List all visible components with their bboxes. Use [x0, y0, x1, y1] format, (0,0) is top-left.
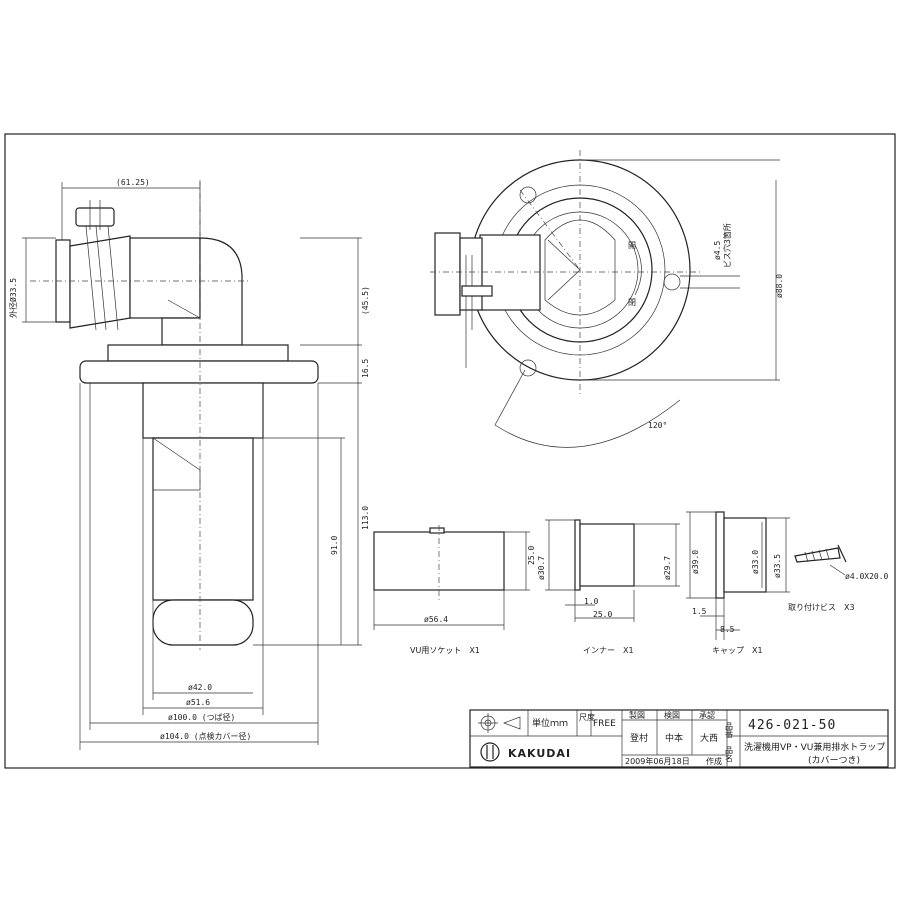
- tb-h-draw: 製図: [629, 710, 645, 720]
- inner-d2: ø29.7: [663, 556, 672, 580]
- cap-label: キャップ X1: [712, 646, 763, 655]
- dim-4-5: ø4.5: [713, 241, 722, 260]
- part-cap: [686, 511, 790, 640]
- dim-100: ø100.0 (つば径): [168, 712, 235, 722]
- tb-name-label: 品名: [725, 746, 734, 763]
- label-close: 閉: [628, 298, 636, 307]
- part-screw: [794, 544, 847, 576]
- dim-42: ø42.0: [188, 683, 212, 692]
- dim-od33: 外径Ø33.5: [8, 278, 18, 318]
- cap-d3: ø33.5: [773, 554, 782, 578]
- dim-51: ø51.6: [186, 698, 210, 707]
- dim-91: 91.0: [330, 536, 339, 555]
- dim-45: (45.5): [361, 286, 370, 315]
- tb-name1: 洗濯機用VP・VU兼用排水トラップ: [744, 741, 885, 753]
- sheet-border: [4, 133, 896, 769]
- brand-name: KAKUDAI: [508, 747, 571, 760]
- dim-16: 16.5: [361, 359, 370, 378]
- side-view: [22, 180, 362, 750]
- inner-l: 25.0: [593, 610, 612, 619]
- dim-104: ø104.0 (点検カバー径): [160, 731, 251, 741]
- dim-61: (61.25): [116, 178, 150, 187]
- screw-size: ø4.0X20.0: [845, 572, 889, 581]
- tb-h-approve: 承認: [699, 710, 715, 720]
- socket-label: VU用ソケット X1: [410, 646, 480, 655]
- cap-t1: 1.5: [692, 607, 707, 616]
- top-view: [430, 150, 780, 448]
- tb-date: 2009年06月18日: [625, 756, 690, 766]
- inner-d1: ø30.7: [537, 556, 546, 580]
- cap-d2: ø33.0: [751, 550, 760, 574]
- dim-4-5-note: ビス穴3箇所: [722, 223, 732, 268]
- title-block: [469, 709, 889, 768]
- inner-t: 1.0: [584, 597, 599, 606]
- part-inner: [545, 519, 680, 622]
- tb-name2: (カバーつき): [808, 755, 860, 766]
- cap-t2: 8.5: [720, 625, 735, 634]
- tb-part-no: 426-021-50: [748, 718, 836, 733]
- socket-d: ø56.4: [424, 615, 448, 624]
- tb-drawer: 登村: [630, 732, 648, 744]
- tb-scale: FREE: [593, 719, 616, 729]
- tb-unit: 単位ｍｍ: [532, 717, 568, 729]
- tb-approver: 大西: [700, 732, 718, 744]
- label-open: 開: [628, 241, 636, 250]
- cap-d1: ø39.0: [691, 550, 700, 574]
- tb-no-label: 品番: [725, 722, 734, 739]
- tb-scale-label: 尺度: [579, 712, 595, 722]
- socket-h: 25.0: [527, 546, 536, 565]
- part-socket: [373, 525, 530, 630]
- tb-h-check: 検図: [664, 710, 680, 720]
- tb-created: 作成: [706, 756, 722, 766]
- dim-88: ø88.0: [775, 274, 784, 298]
- dim-120: 120°: [648, 421, 667, 430]
- dim-113: 113.0: [361, 506, 370, 530]
- inner-label: インナー X1: [583, 646, 634, 655]
- tb-checker: 中本: [665, 732, 683, 744]
- screw-label: 取り付けビス X3: [788, 602, 855, 612]
